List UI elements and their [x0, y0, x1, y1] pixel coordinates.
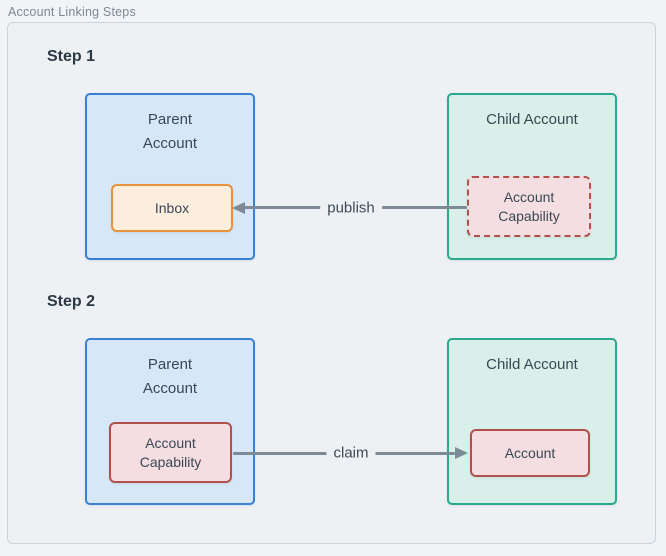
step1-account-capability-box: Account Capability	[467, 176, 591, 237]
step-1-heading: Step 1	[47, 48, 96, 65]
step2-account-capability-label: Account Capability	[139, 434, 202, 470]
step2-account-capability-box: Account Capability	[109, 422, 232, 483]
step2-account-label: Account	[504, 444, 556, 461]
step2-child-account-box: Child Account Account	[447, 338, 617, 505]
step2-parent-account-box: Parent Account Account Capability	[85, 338, 255, 505]
step1-parent-account-title: Parent Account	[142, 111, 198, 152]
step1-child-account-title: Child Account	[486, 111, 578, 128]
step1-child-account-box: Child Account Account Capability	[447, 93, 617, 260]
step-2-heading: Step 2	[47, 293, 96, 310]
step2-parent-account-title: Parent Account	[142, 356, 198, 397]
publish-arrowhead-icon	[232, 201, 245, 214]
step1-inbox-label: Inbox	[154, 199, 190, 216]
step2-child-account-title: Child Account	[486, 356, 578, 373]
figure-title: Account Linking Steps	[8, 5, 136, 19]
step1-account-capability-label: Account Capability	[498, 188, 560, 224]
publish-arrow-label: publish	[320, 198, 382, 217]
step1-parent-account-box: Parent Account Inbox	[85, 93, 255, 260]
claim-arrow-label: claim	[326, 443, 376, 463]
step2-account-box: Account	[470, 429, 590, 477]
step1-inbox-box: Inbox	[111, 184, 233, 232]
claim-arrowhead-icon	[455, 447, 468, 459]
